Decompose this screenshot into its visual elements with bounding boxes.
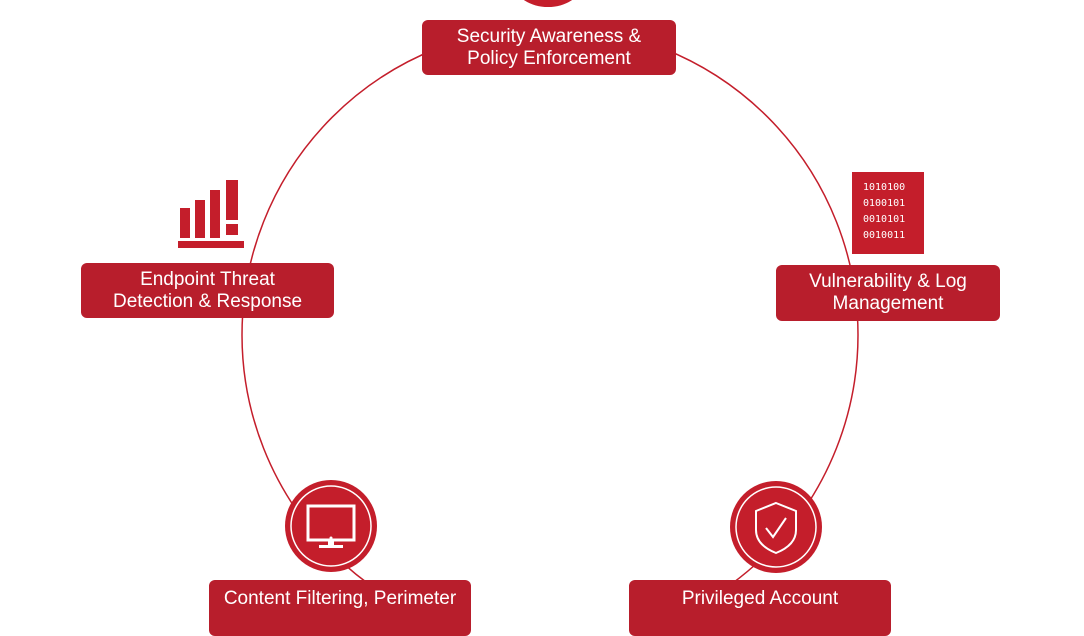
- node-security-awareness: Security Awareness & Policy Enforcement: [422, 20, 676, 75]
- monitor-icon-badge: [285, 480, 377, 572]
- node-label: Management: [832, 293, 944, 314]
- node-label: Endpoint Threat: [140, 268, 275, 290]
- node-label: Vulnerability & Log: [809, 271, 967, 292]
- cycle-diagram: [178, 0, 859, 606]
- node-label: Policy Enforcement: [467, 47, 631, 69]
- binary-data-icon: 1010100 0100101 0010101 0010011: [852, 172, 924, 254]
- node-content-filtering: Content Filtering, Perimeter: [209, 580, 471, 636]
- node-endpoint-threat: Endpoint Threat Detection & Response: [81, 263, 334, 318]
- node-label: Content Filtering, Perimeter: [223, 588, 457, 609]
- binary-line: 0100101: [863, 198, 906, 209]
- node-privileged-account: Privileged Account: [629, 580, 891, 636]
- binary-line: 0010011: [863, 230, 906, 241]
- shield-icon-badge: [730, 481, 822, 573]
- node-vulnerability-log: Vulnerability & Log Management: [776, 265, 1000, 321]
- binary-line: 0010101: [863, 214, 906, 225]
- node-label: Security Awareness &: [456, 25, 642, 47]
- binary-line: 1010100: [863, 182, 906, 193]
- node-label: Detection & Response: [112, 290, 303, 312]
- top-icon-circle: [523, 0, 573, 7]
- node-label: Privileged Account: [681, 588, 839, 609]
- alert-chart-icon: [178, 180, 244, 248]
